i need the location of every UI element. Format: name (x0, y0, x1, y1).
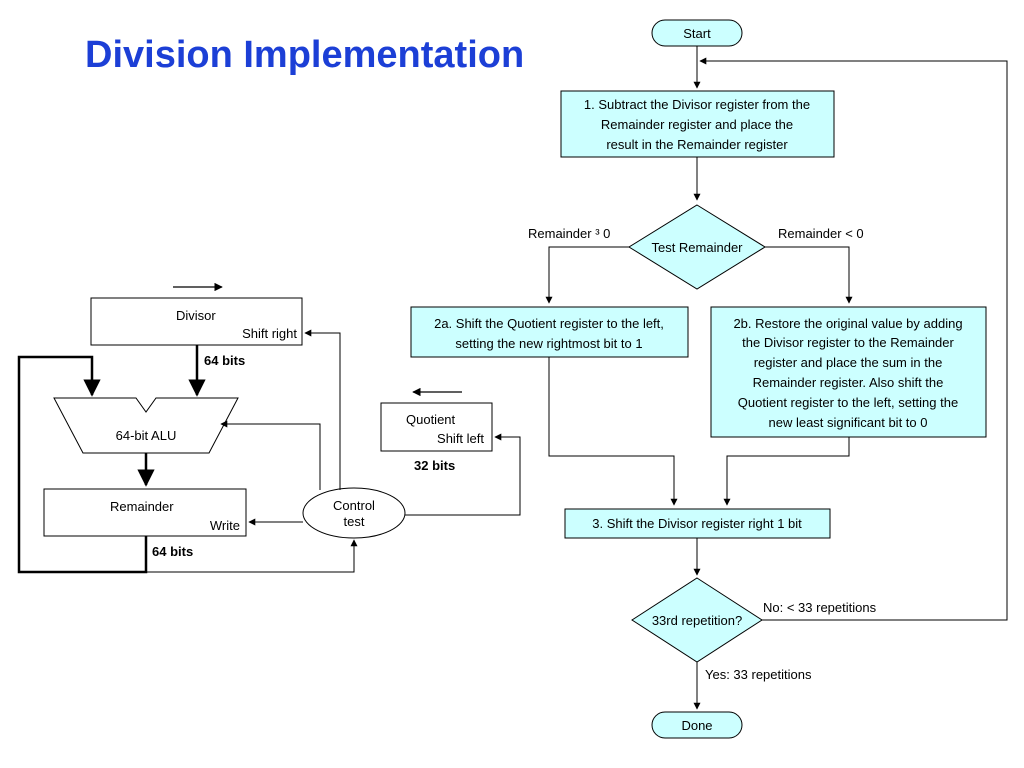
done-terminal: Done (651, 711, 743, 739)
step2b-line6: new least significant bit to 0 (769, 415, 928, 430)
branch-right-label: Remainder < 0 (778, 226, 864, 241)
control-label-line2: test (344, 514, 365, 529)
decision-to-step2a-arrow (545, 246, 629, 304)
page-title: Division Implementation (85, 34, 525, 76)
remainder-op-label: Write (210, 518, 240, 533)
done-label: Done (681, 718, 712, 733)
no-branch-label: No: < 33 repetitions (763, 600, 877, 615)
repetition-decision: 33rd repetition? (631, 577, 763, 663)
control-label-line1: Control (333, 498, 375, 513)
yes-branch-label: Yes: 33 repetitions (705, 667, 812, 682)
divisor-label: Divisor (176, 308, 216, 323)
remainder-label: Remainder (110, 499, 174, 514)
start-terminal: Start (651, 19, 743, 47)
step2b-line1: 2b. Restore the original value by adding (733, 316, 962, 331)
decision-to-step2b-arrow (765, 246, 853, 304)
step2a-line1: 2a. Shift the Quotient register to the l… (434, 316, 664, 331)
control-test: Control test (302, 487, 406, 539)
step2a-line2: setting the new rightmost bit to 1 (455, 336, 642, 351)
remainder-bits-label: 64 bits (152, 544, 193, 559)
alu-label: 64-bit ALU (116, 428, 177, 443)
control-to-divisor-line (304, 329, 341, 490)
step1-line1: 1. Subtract the Divisor register from th… (584, 97, 810, 112)
step2b-box: 2b. Restore the original value by adding… (710, 306, 987, 438)
step1-box: 1. Subtract the Divisor register from th… (560, 90, 835, 158)
divisor-op-label: Shift right (242, 326, 297, 341)
control-to-alu-line (220, 420, 321, 490)
step2b-to-step3-arrow (723, 437, 850, 506)
remainder-to-control-line (146, 539, 358, 573)
decision2-label: 33rd repetition? (652, 613, 742, 628)
divisor-bits-label: 64 bits (204, 353, 245, 368)
step2b-line5: Quotient register to the left, setting t… (738, 395, 958, 410)
step2b-line3: register and place the sum in the (754, 355, 943, 370)
step3-label: 3. Shift the Divisor register right 1 bi… (592, 516, 802, 531)
remainder-feedback-bus (17, 355, 148, 574)
step1-line2: Remainder register and place the (601, 117, 793, 132)
step1-line3: result in the Remainder register (606, 137, 788, 152)
quotient-op-label: Shift left (437, 431, 484, 446)
quotient-register: Quotient Shift left (380, 402, 493, 452)
divisor-register: Divisor Shift right (90, 297, 303, 346)
quotient-bits-label: 32 bits (414, 458, 455, 473)
step2b-line2: the Divisor register to the Remainder (742, 335, 954, 350)
step3-box: 3. Shift the Divisor register right 1 bi… (564, 508, 831, 539)
step2a-box: 2a. Shift the Quotient register to the l… (410, 306, 689, 358)
test-remainder-decision: Test Remainder (628, 204, 766, 290)
control-to-quotient-line (405, 433, 521, 516)
step2a-to-step3-arrow (548, 357, 678, 506)
alu: 64-bit ALU (53, 397, 239, 454)
step2b-line4: Remainder register. Also shift the (753, 375, 944, 390)
start-label: Start (683, 26, 711, 41)
decision1-label: Test Remainder (651, 240, 743, 255)
loop-back-arrow (699, 57, 1008, 621)
remainder-register: Remainder Write (43, 488, 247, 537)
branch-left-label: Remainder ³ 0 (528, 226, 610, 241)
quotient-label: Quotient (406, 412, 456, 427)
